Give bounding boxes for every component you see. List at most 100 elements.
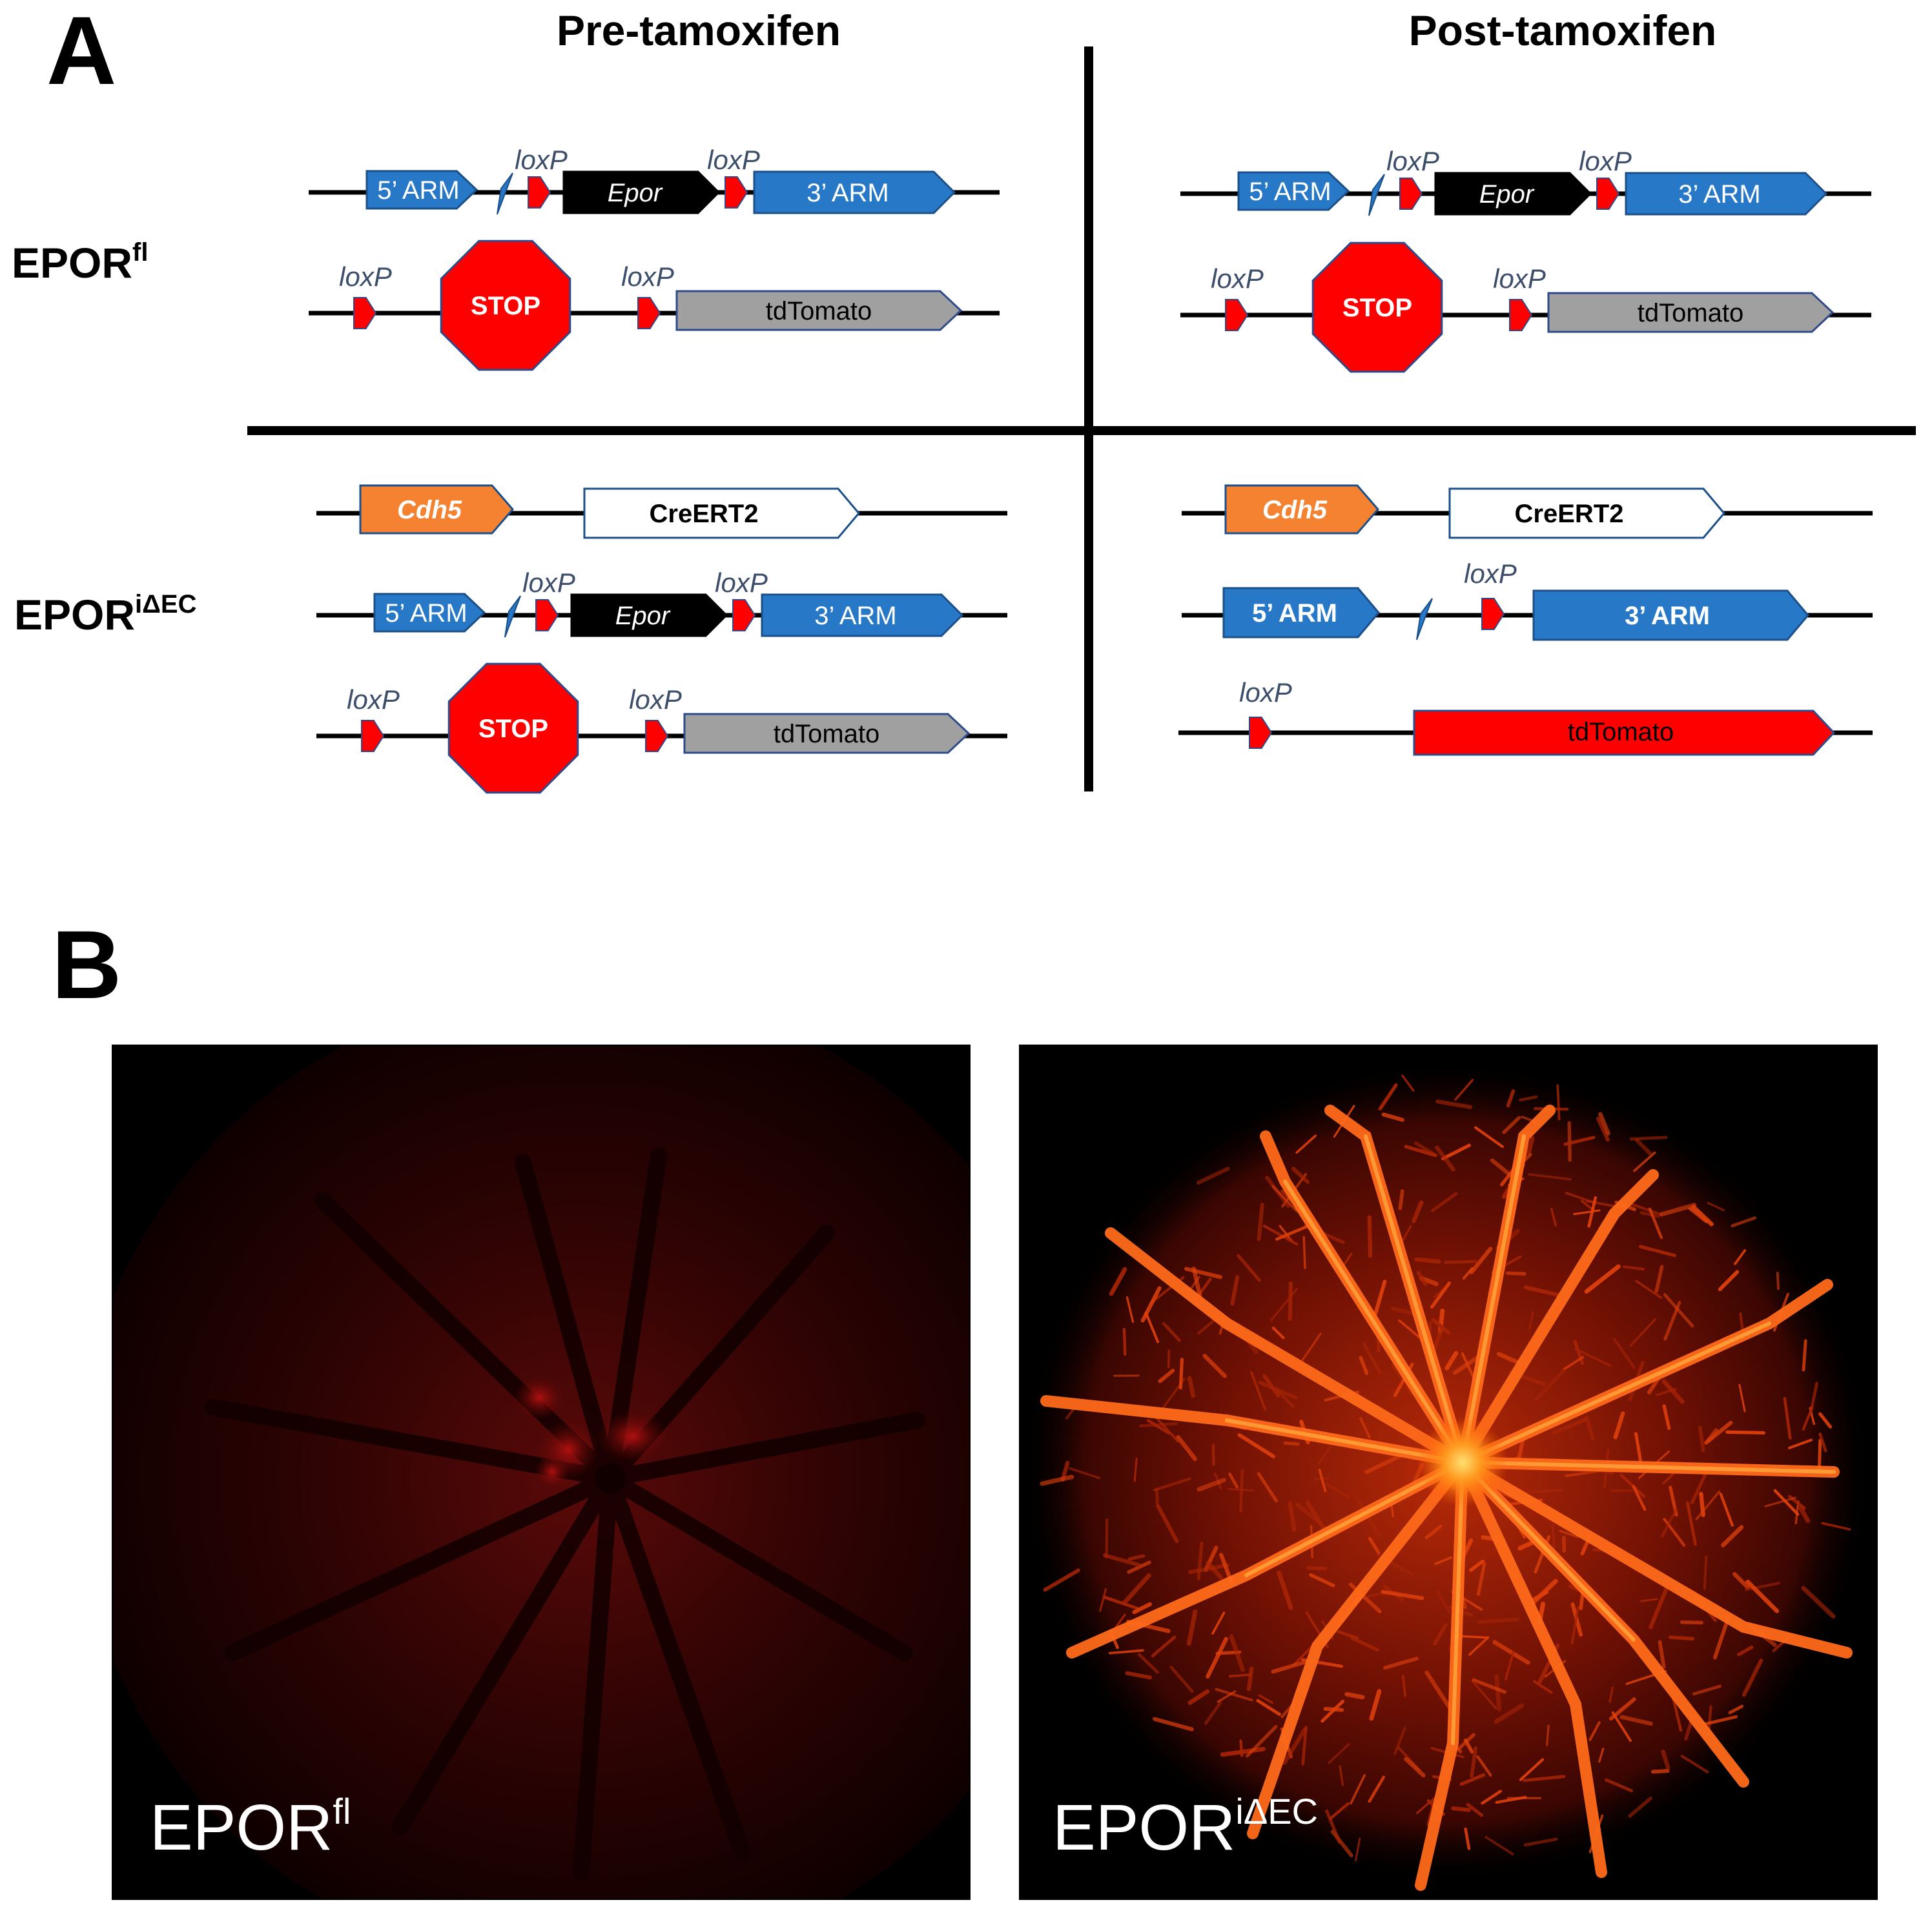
capillary-segment: [1202, 1354, 1227, 1378]
capillary-segment: [1099, 1588, 1107, 1612]
capillary-segment: [1288, 1281, 1293, 1322]
capillary-segment: [1809, 1382, 1818, 1414]
capillary-segment: [1783, 1396, 1792, 1440]
loxp-label: loxP: [621, 261, 674, 292]
capillary-segment: [1288, 1501, 1297, 1533]
capillary-segment: [1464, 1827, 1471, 1850]
capillary-segment: [1695, 1490, 1721, 1521]
loxp-site: [1481, 598, 1505, 630]
capillary-segment: [1262, 1374, 1280, 1398]
capillary-segment: [1532, 1680, 1553, 1694]
capillary-segment: [1262, 1224, 1299, 1246]
capillary-segment: [1211, 1611, 1226, 1635]
capillary-segment: [1598, 1112, 1610, 1136]
capillary-segment: [1546, 1724, 1550, 1746]
capillary-segment: [1613, 1338, 1636, 1369]
capillary-segment: [1725, 1430, 1765, 1435]
fundus-label-epor-iec-sup: iΔEC: [1235, 1791, 1318, 1832]
capillary-segment: [1477, 1617, 1519, 1624]
capillary-segment: [1688, 1207, 1708, 1223]
capillary-segment: [1661, 1379, 1685, 1404]
capillary-segment: [1435, 1145, 1455, 1172]
capillary-segment: [1635, 1280, 1663, 1299]
capillary-segment: [1416, 1271, 1428, 1287]
tdtomato-label: tdTomato: [774, 720, 880, 748]
row-heading-epor-fl-base: EPOR: [12, 239, 132, 287]
capillary-segment: [1526, 1136, 1535, 1155]
capillary-segment: [1125, 1296, 1135, 1323]
row-heading-epor-iec-sup: iΔEC: [135, 590, 196, 618]
capillary-segment: [1502, 1116, 1521, 1134]
fundus-image-epor-iec: [1019, 1045, 1878, 1900]
capillary-segment: [1277, 1570, 1293, 1610]
arm-3-label: 3’ ARM: [1678, 180, 1760, 209]
capillary-segment: [1318, 1468, 1327, 1493]
epor-exon-feature: [1434, 172, 1592, 216]
capillary-segment: [1712, 1616, 1731, 1660]
capillary-segment: [1523, 1285, 1561, 1297]
capillary-segment: [1451, 1806, 1471, 1812]
capillary-segment: [1295, 1134, 1317, 1154]
capillary-segment: [1350, 1636, 1379, 1652]
capillary-segment: [1108, 1649, 1144, 1655]
capillary-segment: [1229, 1634, 1245, 1672]
cdh5-promoter-feature: [359, 484, 514, 535]
capillary-segment: [1658, 1640, 1666, 1669]
capillary-segment: [1609, 1697, 1636, 1721]
capillary-segment: [1215, 1688, 1253, 1702]
capillary-segment: [1191, 1266, 1202, 1298]
capillary-segment: [1718, 1270, 1740, 1291]
loxp-label: loxP: [707, 145, 760, 175]
capillary-segment: [1204, 1701, 1222, 1726]
epor-exon-feature: [570, 593, 728, 637]
capillary-segment: [1629, 1318, 1657, 1347]
tdtomato-label: tdTomato: [1568, 718, 1674, 746]
capillary-segment: [1663, 1301, 1681, 1341]
fundus-label-epor-fl-base: EPOR: [150, 1792, 333, 1864]
panel-a-letter: A: [46, 0, 116, 105]
capillary-segment: [1217, 1690, 1237, 1703]
capillary-segment: [1629, 1202, 1662, 1216]
capillary-segment: [1523, 1775, 1566, 1782]
capillary-segment: [1680, 1755, 1709, 1773]
capillary-segment: [1699, 1491, 1705, 1517]
capillary-segment: [1109, 1267, 1127, 1296]
capillary-segment: [1605, 1778, 1634, 1793]
capillary-segment: [1690, 1470, 1709, 1505]
capillary-segment: [1519, 1095, 1538, 1102]
capillary-segment: [1573, 1340, 1585, 1365]
capillary-segment: [1432, 1318, 1451, 1335]
capillary-segment: [1686, 1501, 1697, 1546]
arm-5-feature: [373, 593, 486, 633]
capillary-segment: [1661, 1749, 1670, 1770]
arm-5-label: 5’ ARM: [1252, 599, 1337, 628]
arm-3-label: 3’ ARM: [1625, 602, 1710, 630]
capillary-segment: [1398, 1189, 1404, 1210]
capillary-segment: [1350, 1774, 1366, 1805]
column-heading-post-tamoxifen: Post-tamoxifen: [1409, 6, 1717, 54]
capillary-segment: [1648, 1207, 1663, 1240]
capillary-segment: [1818, 1412, 1833, 1429]
capillary-segment: [1556, 1084, 1561, 1121]
arm-3-feature: [761, 593, 964, 637]
frt-site: [1416, 598, 1433, 640]
loxp-site: [535, 599, 559, 631]
capillary-segment: [1559, 1529, 1579, 1538]
loxp-site: [361, 720, 385, 752]
capillary-segment: [1204, 1546, 1218, 1572]
capillary-segment: [1433, 1623, 1448, 1646]
capillary-segment: [1705, 1428, 1718, 1443]
arm-5-feature: [1237, 171, 1350, 211]
capillary-segment: [1256, 1699, 1281, 1716]
loxp-site: [1596, 178, 1620, 210]
capillary-segment: [1282, 1727, 1308, 1765]
capillary-segment: [1432, 1326, 1444, 1351]
capillary-segment: [1413, 1141, 1435, 1156]
capillary-segment: [1640, 1598, 1658, 1602]
cdh5-promoter-feature: [1224, 484, 1379, 535]
capillary-segment: [1295, 1502, 1324, 1526]
row-heading-epor-iec-base: EPOR: [14, 591, 135, 638]
capillary-segment: [1737, 1645, 1754, 1657]
capillary-segment: [1471, 1680, 1497, 1710]
capillary-segment: [1494, 1703, 1525, 1724]
